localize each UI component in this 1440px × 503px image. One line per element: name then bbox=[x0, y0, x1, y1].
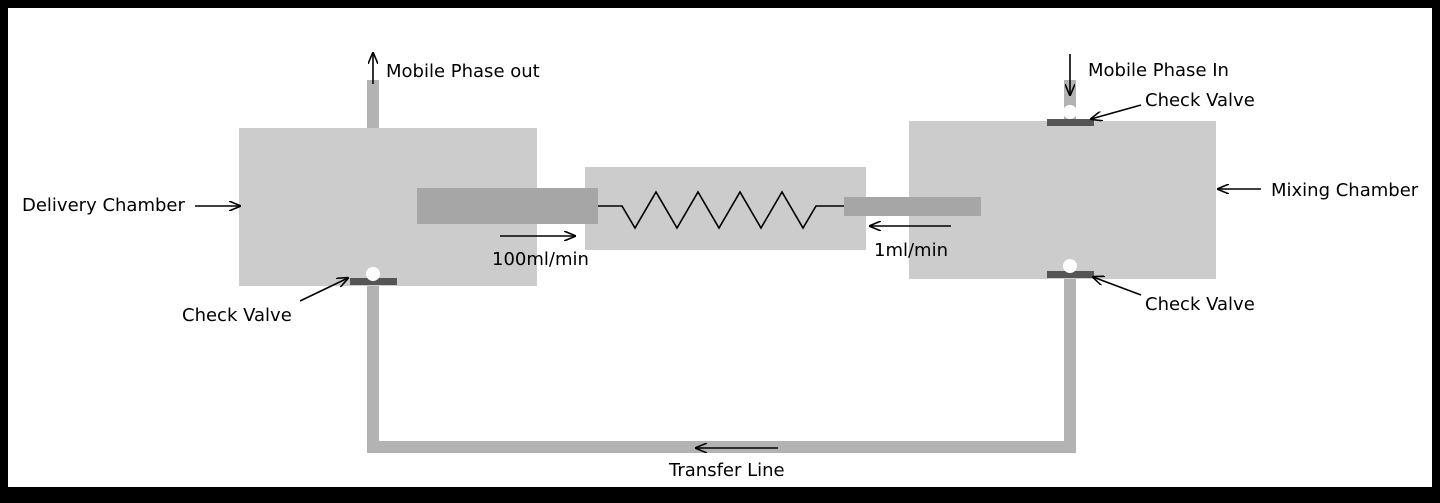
label-check-valve-left: Check Valve bbox=[182, 305, 292, 326]
spring bbox=[598, 190, 844, 230]
check-valve-ball-left bbox=[366, 267, 380, 281]
arrow-check-valve-bottom-right bbox=[1093, 277, 1142, 296]
label-flow-slow: 1ml/min bbox=[874, 240, 948, 261]
transfer-line-tube-right bbox=[1064, 270, 1076, 453]
check-valve-seat-left bbox=[350, 278, 397, 285]
arrow-check-valve-left bbox=[299, 278, 348, 302]
check-valve-seat-top-right bbox=[1047, 119, 1094, 126]
label-mobile-phase-out: Mobile Phase out bbox=[386, 61, 540, 82]
label-check-valve-top-right: Check Valve bbox=[1145, 90, 1255, 111]
label-flow-fast: 100ml/min bbox=[492, 249, 589, 270]
label-transfer-line: Transfer Line bbox=[668, 460, 785, 481]
label-check-valve-bottom-right: Check Valve bbox=[1145, 294, 1255, 315]
left-piston bbox=[417, 188, 598, 224]
check-valve-seat-bottom-right bbox=[1047, 271, 1094, 278]
right-piston bbox=[844, 197, 981, 216]
pump-body bbox=[585, 167, 866, 250]
check-valve-ball-bottom-right bbox=[1063, 259, 1077, 273]
transfer-line-tube-left bbox=[367, 280, 379, 453]
label-mixing-chamber: Mixing Chamber bbox=[1271, 180, 1419, 201]
label-delivery-chamber: Delivery Chamber bbox=[22, 195, 185, 216]
label-mobile-phase-in: Mobile Phase In bbox=[1088, 60, 1229, 81]
check-valve-ball-top-right bbox=[1063, 105, 1077, 119]
arrow-check-valve-top-right bbox=[1091, 104, 1142, 119]
outlet-tube bbox=[367, 80, 379, 130]
diagram-canvas: Mobile Phase out Mobile Phase In Check V… bbox=[22, 8, 1419, 481]
transfer-line-tube-bottom bbox=[367, 441, 1076, 453]
